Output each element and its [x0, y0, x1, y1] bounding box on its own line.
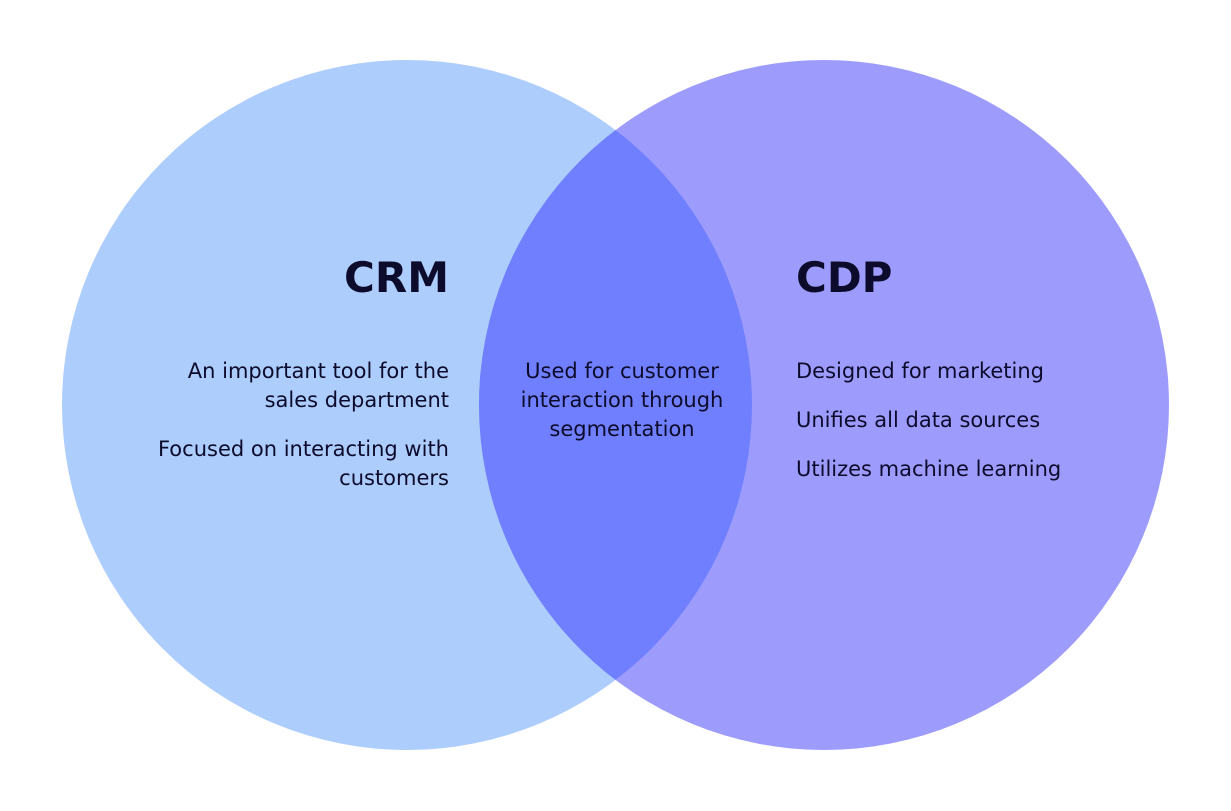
cdp-item: Designed for marketing [796, 359, 1044, 383]
crm-title: CRM [344, 253, 449, 302]
overlap-text: Used for customer interaction through se… [520, 359, 724, 441]
cdp-item: Utilizes machine learning [796, 457, 1062, 481]
cdp-item: Unifies all data sources [796, 408, 1041, 432]
cdp-title: CDP [796, 253, 893, 302]
crm-item: An important tool for the sales departme… [187, 359, 449, 412]
crm-item-list: An important tool for the sales departme… [149, 357, 449, 493]
crm-item: Focused on interacting with customers [157, 437, 449, 490]
overlap-region [479, 60, 752, 750]
cdp-item-list: Designed for marketing Unifies all data … [796, 357, 1196, 484]
